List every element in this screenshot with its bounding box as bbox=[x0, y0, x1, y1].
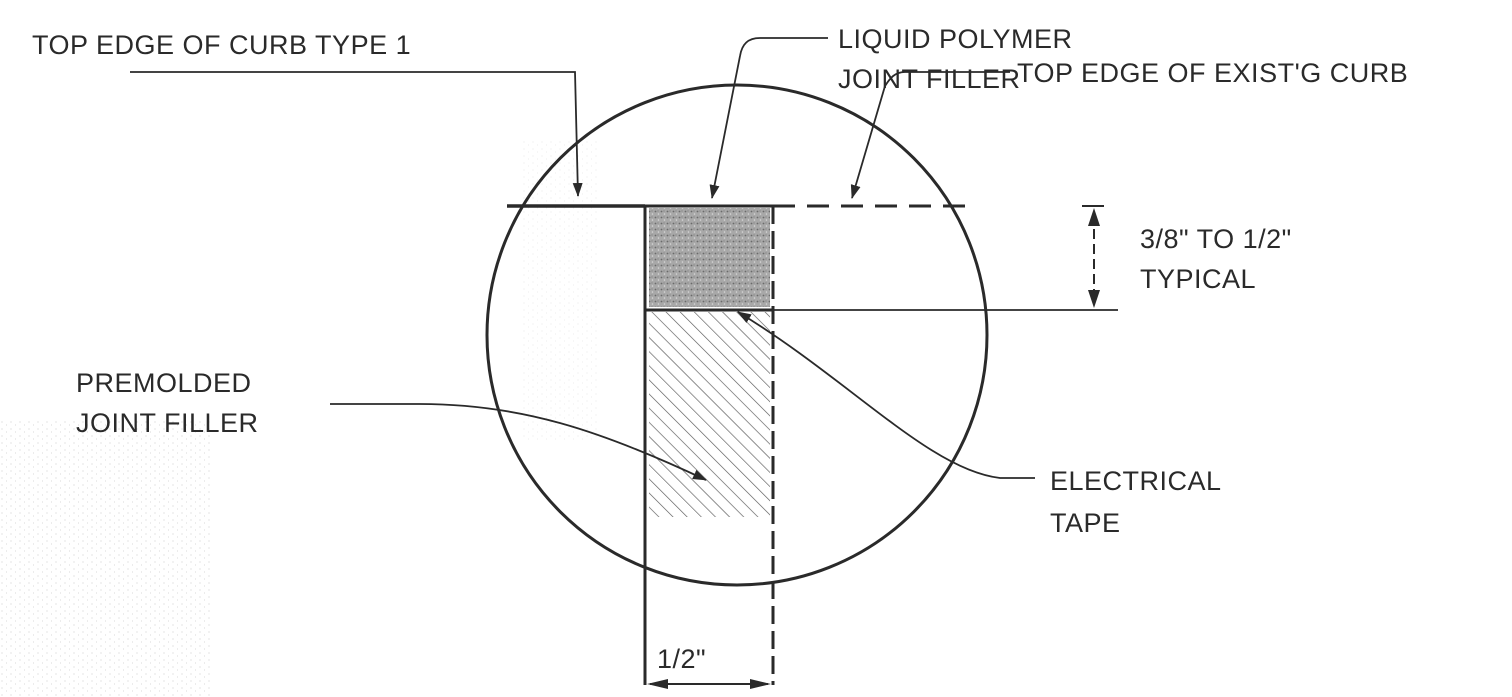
depth-dimension-arrow-top bbox=[1088, 208, 1100, 226]
label-premolded-line1: PREMOLDED bbox=[76, 368, 252, 398]
label-depth-dimension-line2: TYPICAL bbox=[1140, 264, 1256, 294]
stipple-texture-inner bbox=[520, 140, 600, 440]
label-liquid-polymer-line1: LIQUID POLYMER bbox=[838, 24, 1073, 54]
leader-premolded-filler bbox=[330, 403, 707, 481]
leader-top-edge-existing-curb bbox=[850, 71, 1010, 199]
liquid-polymer-fill bbox=[649, 208, 770, 307]
leader-liquid-polymer bbox=[709, 37, 828, 199]
premolded-filler-hatch bbox=[649, 312, 770, 517]
label-joint-width: 1/2" bbox=[657, 644, 706, 674]
depth-dimension-arrow-bottom bbox=[1088, 290, 1100, 308]
width-dimension-arrow-left bbox=[647, 679, 668, 689]
leader-top-edge-curb-type1 bbox=[130, 71, 583, 197]
label-premolded-line2: JOINT FILLER bbox=[76, 408, 259, 438]
leader-electrical-tape bbox=[737, 311, 1035, 479]
width-dimension-arrow-right bbox=[750, 679, 771, 689]
label-electrical-line2: TAPE bbox=[1050, 508, 1121, 538]
label-electrical-line1: ELECTRICAL bbox=[1050, 466, 1222, 496]
label-liquid-polymer-line2: JOINT FILLER bbox=[838, 64, 1021, 94]
label-top-edge-existing-curb: TOP EDGE OF EXIST'G CURB bbox=[1017, 58, 1408, 88]
label-depth-dimension-line1: 3/8" TO 1/2" bbox=[1140, 224, 1292, 254]
detail-circle bbox=[485, 83, 989, 587]
stipple-texture-left bbox=[0, 420, 210, 697]
label-top-edge-curb-type1: TOP EDGE OF CURB TYPE 1 bbox=[32, 30, 411, 60]
